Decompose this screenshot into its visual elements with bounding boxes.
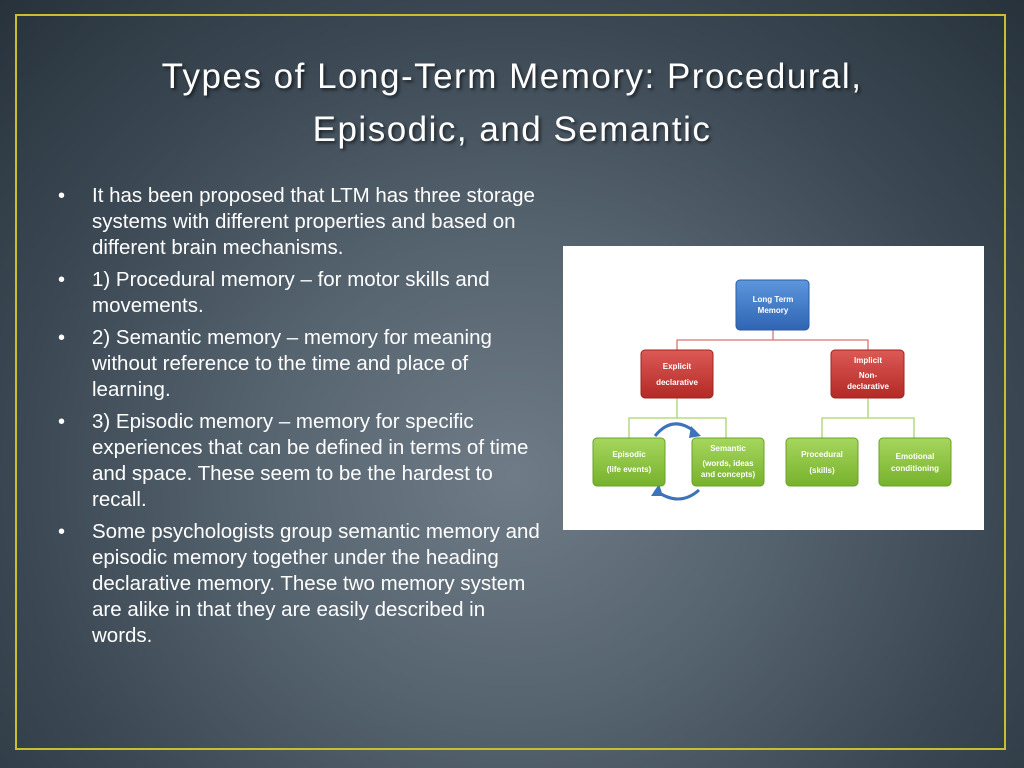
title-line-1: Types of Long-Term Memory: Procedural, bbox=[161, 57, 863, 96]
bullet-item: • It has been proposed that LTM has three… bbox=[58, 183, 548, 261]
memory-diagram-svg: Long Term Memory Explicit declarative Im… bbox=[592, 279, 952, 501]
node-episodic-line2: (life events) bbox=[607, 465, 652, 474]
node-implicit-line1: Implicit bbox=[854, 356, 882, 365]
bullet-marker: • bbox=[58, 185, 66, 207]
node-implicit: Implicit Non- declarative bbox=[830, 349, 905, 399]
node-episodic-line1: Episodic bbox=[612, 450, 646, 459]
node-long-term-memory-line1: Long Term bbox=[753, 295, 794, 304]
bullet-text: It has been proposed that LTM has three … bbox=[92, 184, 535, 259]
node-semantic-line1: Semantic bbox=[710, 444, 746, 453]
bullet-item: • 1) Procedural memory – for motor skills… bbox=[58, 267, 548, 319]
node-procedural: Procedural (skills) bbox=[785, 437, 859, 487]
node-procedural-line1: Procedural bbox=[801, 450, 843, 459]
slide-title: Types of Long-Term Memory: Procedural, E… bbox=[60, 50, 964, 156]
title-line-2: Episodic, and Semantic bbox=[312, 110, 712, 149]
bullet-item: • Some psychologists group semantic memor… bbox=[58, 519, 548, 649]
bullet-text: 2) Semantic memory – memory for meaning … bbox=[92, 326, 492, 401]
arrow-head-bottom bbox=[651, 484, 663, 496]
bullet-marker: • bbox=[58, 521, 66, 543]
node-long-term-memory-line2: Memory bbox=[758, 306, 789, 315]
bullet-marker: • bbox=[58, 269, 66, 291]
node-procedural-line2: (skills) bbox=[809, 466, 835, 475]
bullet-marker: • bbox=[58, 411, 66, 433]
node-implicit-line3: declarative bbox=[847, 382, 889, 391]
bullet-text: 1) Procedural memory – for motor skills … bbox=[92, 268, 490, 317]
node-emotional-conditioning: Emotional conditioning bbox=[878, 437, 952, 487]
node-semantic-line2: (words, ideas bbox=[702, 459, 754, 468]
bullet-marker: • bbox=[58, 327, 66, 349]
bullet-item: • 3) Episodic memory – memory for specifi… bbox=[58, 409, 548, 513]
arrow-head-top bbox=[689, 426, 701, 438]
node-semantic-line3: and concepts) bbox=[701, 470, 756, 479]
node-long-term-memory: Long Term Memory bbox=[735, 279, 810, 331]
slide-frame bbox=[15, 14, 1006, 750]
node-explicit: Explicit declarative bbox=[640, 349, 714, 399]
bullet-item: • 2) Semantic memory – memory for meaning… bbox=[58, 325, 548, 403]
bullet-text: Some psychologists group semantic memory… bbox=[92, 520, 540, 647]
connector-lines bbox=[628, 330, 915, 438]
node-explicit-line1: Explicit bbox=[663, 362, 692, 371]
node-explicit-line2: declarative bbox=[656, 378, 698, 387]
memory-diagram: Long Term Memory Explicit declarative Im… bbox=[563, 246, 984, 530]
arrow-top bbox=[653, 422, 696, 437]
node-implicit-line2: Non- bbox=[859, 371, 878, 380]
node-semantic: Semantic (words, ideas and concepts) bbox=[691, 437, 765, 487]
node-emotional-line1: Emotional bbox=[896, 452, 935, 461]
node-episodic: Episodic (life events) bbox=[592, 437, 666, 487]
bullet-text: 3) Episodic memory – memory for specific… bbox=[92, 410, 529, 511]
bullet-list: • It has been proposed that LTM has three… bbox=[58, 183, 548, 655]
node-emotional-line2: conditioning bbox=[891, 464, 939, 473]
